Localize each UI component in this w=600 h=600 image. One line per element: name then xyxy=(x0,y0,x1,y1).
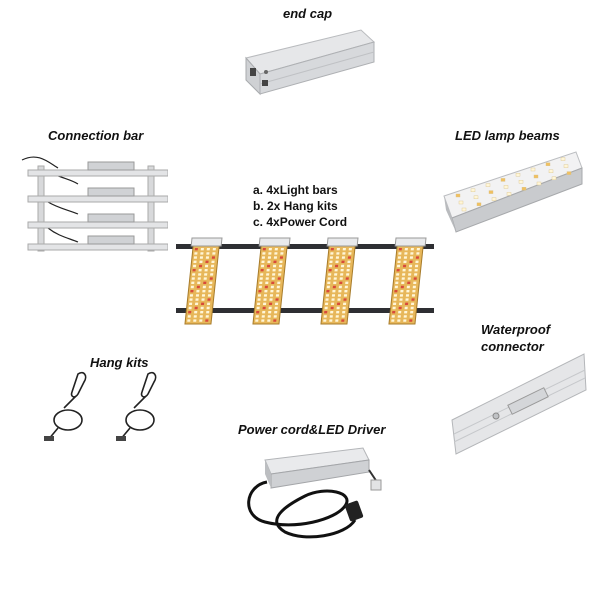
end-cap-image xyxy=(245,29,375,96)
led-chip xyxy=(485,183,491,187)
led-chip xyxy=(488,190,494,194)
hang-kits-image xyxy=(44,371,157,441)
waterproof-label-line1: Waterproof xyxy=(481,322,551,337)
light-bar xyxy=(388,237,427,325)
led-chip xyxy=(521,187,527,191)
led-chip xyxy=(515,173,521,177)
led-chip xyxy=(503,185,509,189)
end-cap-label: end cap xyxy=(283,6,333,21)
led-lamp-beam-image xyxy=(443,151,583,233)
led-chip xyxy=(533,174,539,179)
led-chip xyxy=(560,157,566,161)
led-chip xyxy=(455,193,461,198)
led-chip xyxy=(473,195,479,199)
power-cord-driver-image xyxy=(247,447,382,539)
kit-item: c. 4xPower Cord xyxy=(253,215,348,229)
led-chip xyxy=(563,164,569,168)
led-chip xyxy=(470,188,476,192)
light-bar xyxy=(252,237,291,325)
main-light-fixture-image xyxy=(176,237,434,325)
connection-bar-label: Connection bar xyxy=(48,128,144,143)
led-chip xyxy=(476,202,482,206)
kit-item: b. 2x Hang kits xyxy=(253,199,338,213)
connection-bar-image xyxy=(21,156,168,252)
kit-contents-list: a. 4xLight bars b. 2x Hang kits c. 4xPow… xyxy=(253,182,347,230)
kit-item: a. 4xLight bars xyxy=(253,183,338,197)
hang-kits-label: Hang kits xyxy=(90,355,149,370)
led-chip xyxy=(530,167,536,172)
led-chip xyxy=(461,207,467,212)
led-chip xyxy=(536,181,542,186)
light-bar xyxy=(184,237,223,325)
led-chip xyxy=(548,169,554,173)
waterproof-connector-image xyxy=(451,353,587,455)
led-chip xyxy=(458,200,464,205)
waterproof-label-line2: connector xyxy=(481,339,544,354)
led-lamp-beams-label: LED lamp beams xyxy=(455,128,560,143)
led-chip xyxy=(518,180,524,184)
led-chip xyxy=(566,171,572,175)
power-cord-label: Power cord&LED Driver xyxy=(238,422,386,437)
led-chip xyxy=(551,176,557,180)
led-chip xyxy=(545,162,551,167)
led-chip xyxy=(491,197,497,201)
light-bar xyxy=(320,237,359,325)
led-chip xyxy=(500,178,506,182)
led-chip xyxy=(506,192,512,196)
